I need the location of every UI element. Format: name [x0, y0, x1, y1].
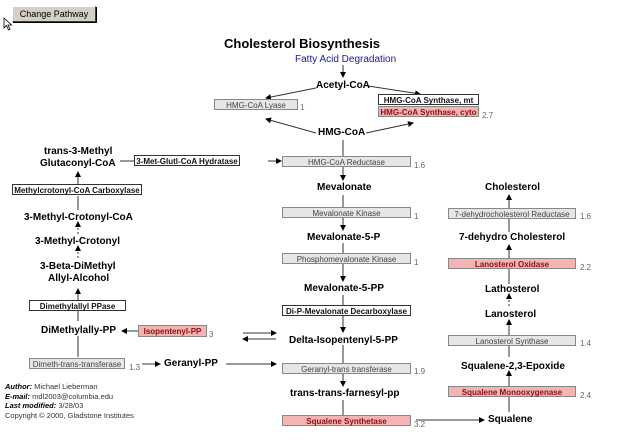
enzyme-squalene-monooxygenase[interactable]: Squalene Monooxygenase — [448, 386, 576, 397]
metabolite-squalene: Squalene — [488, 414, 533, 425]
metabolite-mevalonate: Mevalonate — [317, 182, 372, 193]
enzyme-methylcrotonyl-coa-carboxylase[interactable]: Methylcrotonyl-CoA Carboxylase — [12, 184, 142, 195]
value-squalene-synthetase: 3.2 — [414, 420, 426, 429]
metabolite-mevalonate-5-pp: Mevalonate-5-PP — [304, 283, 385, 294]
metabolite-delta-isopentenyl-5-pp: Delta-Isopentenyl-5-PP — [289, 335, 398, 346]
value-squalene-monooxygenase: 2.4 — [580, 391, 592, 400]
copyright-text: Copyright © 2000, Gladstone Institutes — [5, 410, 134, 420]
value-hmg-coa-synthase-cyto: 2.7 — [482, 111, 494, 120]
value-geranyl-trans-transferase: 1.9 — [414, 367, 426, 376]
value-phosphomevalonate-kinase: 1 — [414, 258, 419, 267]
enzyme-lanosterol-synthase[interactable]: Lanosterol Synthase — [448, 335, 576, 346]
value-7-dehydrocholesterol-reductase: 1.6 — [580, 212, 592, 221]
mouse-cursor-icon — [3, 17, 13, 31]
metabolite-methyl-crotonyl: 3-Methyl-Crotonyl — [35, 236, 120, 247]
page-title: Cholesterol Biosynthesis — [224, 36, 381, 51]
enzyme-3-met-glutl-coa-hydratase[interactable]: 3-Met-Glutl-CoA Hydratase — [134, 155, 240, 166]
enzyme-di-p-mevalonate-decarboxylase[interactable]: Di-P-Mevalonate Decarboxylase — [282, 305, 411, 316]
metabolite-methyl-crotonyl-coa: 3-Methyl-Crotonyl-CoA — [24, 212, 133, 223]
enzyme-hmg-coa-synthase-cyto[interactable]: HMG-CoA Synthase, cyto — [378, 106, 479, 117]
metabolite-trans-methyl-line1: trans-3-Methyl — [44, 146, 113, 157]
metabolite-farnesyl-pp: trans-trans-farnesyl-pp — [290, 388, 400, 399]
enzyme-squalene-synthetase[interactable]: Squalene Synthetase — [282, 415, 411, 426]
metabolite-geranyl-pp: Geranyl-PP — [164, 358, 218, 369]
metabolite-beta-dimethyl: 3-Beta-DiMethyl — [40, 261, 116, 272]
value-dimeth-trans-transferase: 1.3 — [129, 363, 141, 372]
author-label: Author: — [5, 382, 33, 391]
page-footer: Author: Michael Lieberman E-mail: mdl200… — [5, 382, 134, 420]
value-isopentenyl-pp: 3 — [209, 330, 214, 339]
fatty-acid-degradation-link[interactable]: Fatty Acid Degradation — [295, 54, 397, 65]
metabolite-acetyl-coa: Acetyl-CoA — [316, 80, 370, 91]
email-label: E-mail: — [5, 391, 31, 401]
change-pathway-button[interactable]: Change Pathway — [12, 6, 96, 22]
metabolite-mevalonate-5-p: Mevalonate-5-P — [307, 232, 381, 243]
enzyme-mevalonate-kinase[interactable]: Mevalonate Kinase — [282, 207, 411, 218]
enzyme-isopentenyl-pp[interactable]: Isopentenyl-PP — [138, 325, 207, 337]
value-mevalonate-kinase: 1 — [414, 212, 419, 221]
value-hmg-coa-reductase: 1.6 — [414, 161, 426, 170]
enzyme-geranyl-trans-transferase[interactable]: Geranyl-trans transferase — [282, 363, 411, 374]
author-email[interactable]: mdl2003@columbia.edu — [32, 391, 114, 401]
metabolite-7-dehydro-cholesterol: 7-dehydro Cholesterol — [459, 232, 566, 243]
enzyme-lanosterol-oxidase[interactable]: Lanosterol Oxidase — [448, 258, 576, 269]
enzyme-dimeth-trans-transferase[interactable]: Dimeth-trans-transferase — [29, 358, 125, 369]
author-name: Michael Lieberman — [34, 382, 98, 391]
metabolite-squalene-epoxide: Squalene-2,3-Epoxide — [461, 361, 565, 372]
metabolite-lanosterol: Lanosterol — [485, 309, 537, 320]
enzyme-hmg-coa-synthase-mt[interactable]: HMG-CoA Synthase, mt — [378, 94, 479, 105]
metabolite-dimethylallyl-pp: DiMethylally-PP — [41, 325, 117, 336]
last-modified-date: 3/28/03 — [58, 401, 84, 410]
metabolite-glutaconyl-coa: Glutaconyl-CoA — [40, 158, 116, 169]
modified-label: Last modified: — [5, 401, 57, 410]
metabolite-hmg-coa: HMG-CoA — [318, 127, 366, 138]
value-lanosterol-oxidase: 2.2 — [580, 263, 592, 272]
metabolite-allyl-alcohol: Allyl-Alcohol — [48, 273, 110, 284]
enzyme-7-dehydrocholesterol-reductase[interactable]: 7-dehydrocholesterol Reductase — [448, 208, 576, 219]
enzyme-hmg-coa-reductase[interactable]: HMG-CoA Reductase — [282, 156, 411, 167]
metabolite-lathosterol: Lathosterol — [485, 284, 540, 295]
value-hmg-coa-lyase: 1 — [300, 103, 305, 112]
value-lanosterol-synthase: 1.4 — [580, 339, 592, 348]
metabolite-cholesterol: Cholesterol — [485, 182, 541, 193]
enzyme-dimethylallyl-ppase[interactable]: Dimethylallyl PPase — [29, 300, 126, 311]
enzyme-phosphomevalonate-kinase[interactable]: Phosphomevalonate Kinase — [282, 253, 411, 264]
enzyme-hmg-coa-lyase[interactable]: HMG-CoA Lyase — [214, 99, 298, 110]
